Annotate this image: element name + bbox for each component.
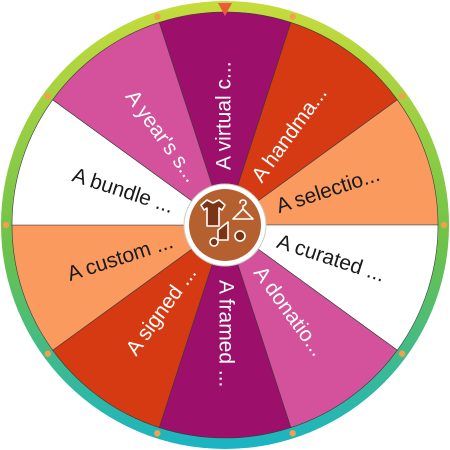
- rim-dot: [289, 430, 296, 437]
- wheel-segment[interactable]: [224, 22, 398, 226]
- rim-dot: [154, 13, 161, 20]
- wheel-segment[interactable]: [11, 224, 226, 351]
- wheel-segment-label: A framed ...: [214, 280, 237, 387]
- rim-dot: [398, 93, 406, 100]
- wheel-segment[interactable]: [52, 224, 226, 428]
- wheel-segment[interactable]: [158, 224, 292, 439]
- rim-dots: [2, 13, 448, 437]
- wheel-segment[interactable]: [11, 99, 226, 226]
- clothing-accessories-icon: [200, 199, 254, 247]
- pointer-triangle-icon: [218, 3, 232, 16]
- rim-dot: [289, 13, 296, 20]
- wheel-segment[interactable]: [224, 224, 398, 428]
- rim-dot: [2, 221, 10, 229]
- rim-dot: [440, 221, 448, 229]
- wheel-segment-label: A virtual c...: [213, 61, 236, 170]
- rim-dot: [398, 350, 406, 357]
- rim-dot: [44, 350, 52, 357]
- wheel-segments: [11, 11, 439, 439]
- wheel-hub[interactable]: [183, 183, 267, 267]
- wheel-segment[interactable]: [224, 224, 439, 351]
- rim-dot: [154, 430, 161, 437]
- rim-dot: [44, 93, 52, 100]
- wheel-segment[interactable]: [224, 99, 439, 226]
- wheel-segment[interactable]: [52, 22, 226, 226]
